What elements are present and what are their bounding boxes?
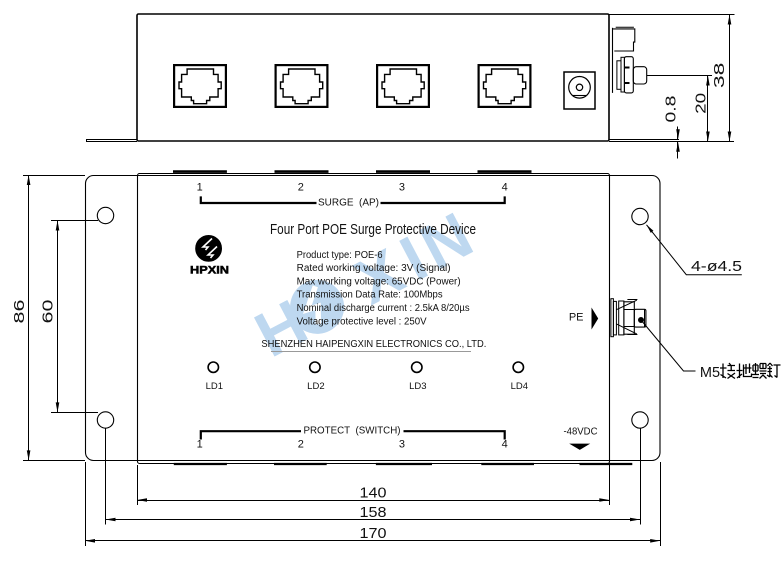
svg-text:4: 4 [502,182,508,194]
svg-text:-48VDC: -48VDC [564,427,598,438]
svg-text:LD2: LD2 [307,381,324,392]
svg-text:PE: PE [569,312,584,324]
svg-text:0.8: 0.8 [664,96,680,123]
svg-text:Max working voltage: 65VDC (Po: Max working voltage: 65VDC (Power) [297,276,461,287]
svg-text:158: 158 [360,505,387,521]
svg-text:LD1: LD1 [206,381,223,392]
svg-text:170: 170 [360,526,387,542]
svg-text:2: 2 [298,182,304,194]
svg-text:SURGE (AP): SURGE (AP) [318,197,379,208]
svg-text:SHENZHEN HAIPENGXIN ELECTRONIC: SHENZHEN HAIPENGXIN ELECTRONICS CO., LTD… [261,338,486,350]
svg-text:4: 4 [502,439,508,451]
svg-text:Voltage protective level : 250: Voltage protective level : 250V [297,316,427,327]
svg-text:4-ø4.5: 4-ø4.5 [691,258,742,275]
svg-text:Transmission Data Rate: 100Mbp: Transmission Data Rate: 100Mbps [297,290,443,301]
svg-text:1: 1 [197,182,203,194]
svg-text:1: 1 [197,439,203,451]
svg-text:38: 38 [712,63,728,89]
svg-text:60: 60 [41,300,57,324]
svg-text:Rated working voltage: 3V (Sig: Rated working voltage: 3V (Signal) [297,263,451,274]
svg-text:HPXIN: HPXIN [190,265,229,277]
svg-text:20: 20 [694,93,710,114]
svg-text:LD3: LD3 [409,381,426,392]
svg-text:Four Port POE Surge Protective: Four Port POE Surge Protective Device [270,221,476,238]
svg-text:M5: M5 [700,365,720,381]
svg-text:140: 140 [360,485,387,501]
svg-text:PROTECT (SWITCH): PROTECT (SWITCH) [304,426,401,437]
svg-text:2: 2 [298,439,304,451]
svg-text:3: 3 [399,182,405,194]
svg-text:Nominal discharge current : 2.: Nominal discharge current : 2.5kA 8/20µs [297,303,470,314]
svg-text:Product type: POE-6: Product type: POE-6 [297,250,383,261]
svg-text:86: 86 [12,300,28,324]
svg-text:3: 3 [399,439,405,451]
svg-text:LD4: LD4 [511,381,528,392]
